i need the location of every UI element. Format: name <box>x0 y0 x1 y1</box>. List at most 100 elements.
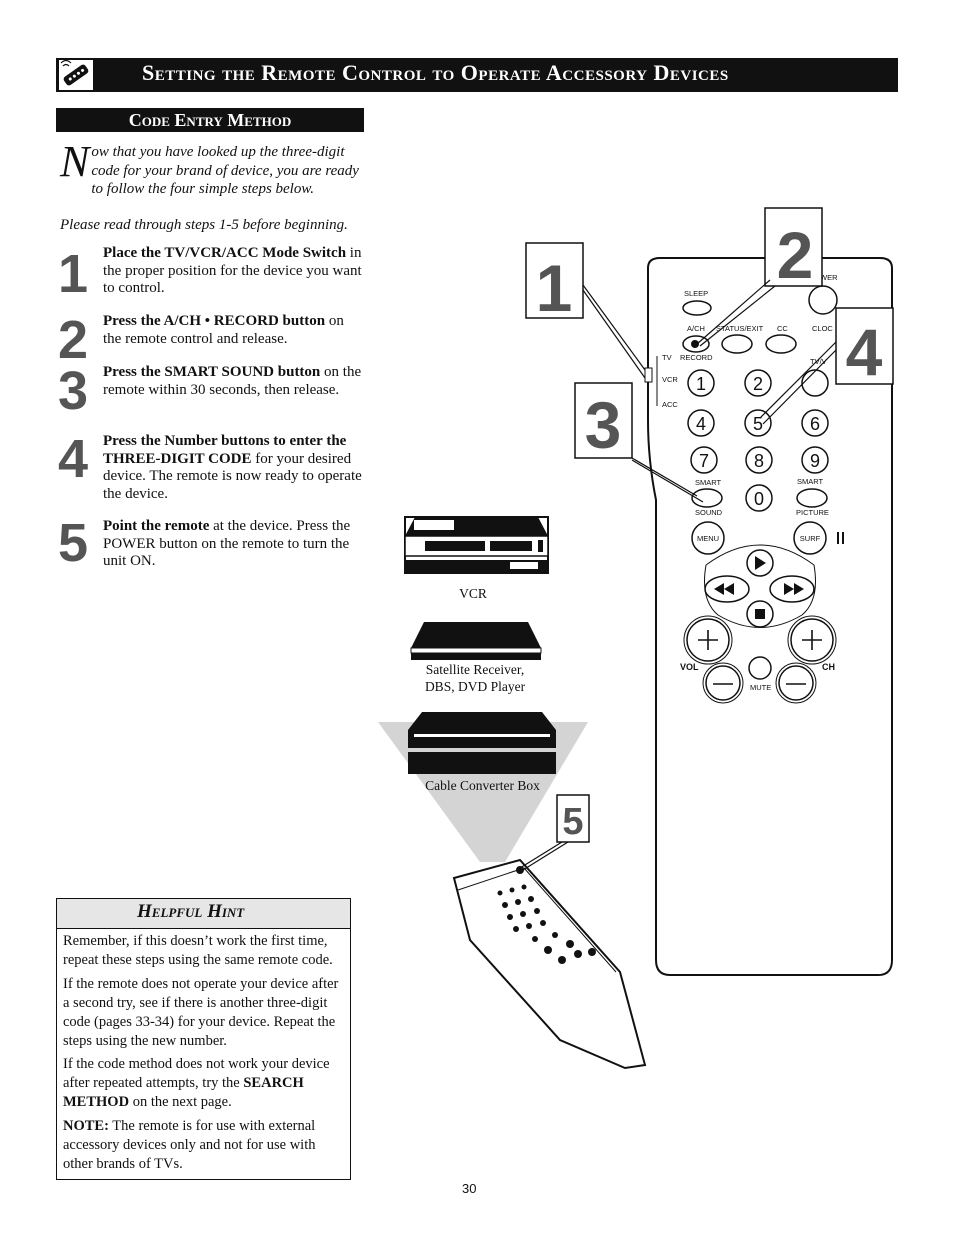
digit-label: 4 <box>696 414 706 434</box>
digit-7-button[interactable] <box>690 446 718 474</box>
menu-button[interactable] <box>691 521 725 555</box>
channel-up-ring <box>787 615 837 665</box>
smart-picture-label: PICTURE <box>796 508 829 517</box>
dpad-outline <box>705 544 815 566</box>
step-body: in the proper position for the device yo… <box>103 245 362 296</box>
digit-8-button[interactable] <box>745 446 773 474</box>
digit-label: 8 <box>754 451 764 471</box>
status-exit-button[interactable] <box>721 334 753 354</box>
dpad-outline <box>704 564 816 628</box>
step-body: on the remote within 30 seconds, then re… <box>103 364 362 398</box>
step-number: 5 <box>58 513 88 573</box>
digit-3-button[interactable] <box>801 369 829 397</box>
digit-0-button[interactable] <box>745 484 773 512</box>
pause-icon <box>837 532 839 544</box>
plus-icon <box>802 630 822 650</box>
satellite-label-line-2: DBS, DVD Player <box>424 679 526 694</box>
step-text: Press the Number buttons to enter the TH… <box>103 433 365 503</box>
cc-label: CC <box>777 324 788 333</box>
surf-button[interactable] <box>793 521 827 555</box>
drop-cap: N <box>60 137 90 186</box>
smart-sound-button[interactable] <box>691 488 723 508</box>
ach-label: A/CH <box>687 324 705 333</box>
digit-9-button[interactable] <box>801 446 829 474</box>
plus-icon <box>698 630 718 650</box>
note-label: NOTE: <box>63 1118 109 1134</box>
sleep-label: SLEEP <box>684 289 708 298</box>
hint-text: If the code method does not work your de… <box>63 1056 330 1091</box>
digit-label: 1 <box>696 374 706 394</box>
digit-1-button[interactable] <box>687 369 715 397</box>
fast-forward-icon <box>784 583 794 595</box>
vcr-device-image <box>404 516 549 574</box>
digit-label: 7 <box>699 451 709 471</box>
callout-box-4 <box>835 307 894 385</box>
play-icon <box>755 556 766 570</box>
read-note: Please read through steps 1-5 before beg… <box>60 217 348 233</box>
digit-label: 5 <box>753 414 763 434</box>
hint-paragraph: Remember, if this doesn’t work the first… <box>63 933 333 968</box>
digit-6-button[interactable] <box>801 409 829 437</box>
section-heading: Code Entry Method <box>56 108 364 132</box>
channel-down-button[interactable] <box>778 665 814 701</box>
volume-down-button[interactable] <box>705 665 741 701</box>
cable-box-label: Cable Converter Box <box>425 778 540 793</box>
callout-number: 2 <box>777 218 814 292</box>
callout-pointers <box>519 279 837 871</box>
hint-text: on the next page. <box>129 1094 232 1110</box>
step-body: on the remote control and release. <box>103 313 344 347</box>
power-button[interactable] <box>808 285 838 315</box>
step-bold: Press the A/CH • RECORD button <box>103 313 326 329</box>
step-text: Point the remote at the device. Press th… <box>103 518 365 571</box>
digit-label: 6 <box>810 414 820 434</box>
callout-box-3 <box>574 382 633 459</box>
hint-paragraph: If the remote does not operate your devi… <box>63 976 339 1049</box>
step-body: at the device. Press the POWER button on… <box>103 518 351 569</box>
status-exit-label: STATUS/EXIT <box>716 324 764 333</box>
satellite-receiver-image <box>410 622 542 660</box>
digit-label: 2 <box>753 374 763 394</box>
smart-picture-button[interactable] <box>796 488 828 508</box>
mode-acc-label: ACC <box>662 400 678 409</box>
tv-vcr-label: TV/V <box>810 357 827 366</box>
smart-picture-label: SMART <box>797 477 824 486</box>
digit-2-button[interactable] <box>744 369 772 397</box>
step-bold: Press the SMART SOUND button <box>103 364 321 380</box>
intro-text: ow that you have looked up the three-dig… <box>91 144 359 197</box>
pause-icon <box>842 532 844 544</box>
callout-box-1 <box>525 242 584 319</box>
digit-4-button[interactable] <box>687 409 715 437</box>
step-bold: Point the remote <box>103 518 210 534</box>
mode-tv-label: TV <box>662 353 672 362</box>
hint-paragraph: NOTE: The remote is for use with externa… <box>63 1117 345 1174</box>
remote-labels: SLEEP WER A/CH RECORD STATUS/EXIT CC CLO… <box>662 273 838 692</box>
step-text: Press the SMART SOUND button on the remo… <box>103 364 365 399</box>
channel-down-ring <box>775 662 817 704</box>
callout-number: 3 <box>585 388 622 462</box>
hint-text: The remote is for use with external acce… <box>63 1118 316 1172</box>
cc-button[interactable] <box>765 334 797 354</box>
record-dot-icon <box>691 340 699 348</box>
helpful-hint-box: Helpful Hint Remember, if this doesn’t w… <box>56 898 351 1180</box>
step-number: 2 <box>58 310 88 370</box>
sleep-button[interactable] <box>682 300 712 316</box>
cable-converter-box-image <box>408 712 556 774</box>
mute-button[interactable] <box>748 656 772 680</box>
digit-5-button[interactable] <box>744 409 772 437</box>
volume-down-ring <box>702 662 744 704</box>
pointing-remote-image <box>452 858 647 1070</box>
hint-heading: Helpful Hint <box>57 899 350 929</box>
record-label: RECORD <box>680 353 713 362</box>
page-title: Setting the Remote Control to Operate Ac… <box>142 60 729 85</box>
vol-label: VOL <box>680 662 699 672</box>
callout-box-2 <box>764 207 823 287</box>
smart-sound-label: SOUND <box>695 508 723 517</box>
mode-vcr-label: VCR <box>662 375 678 384</box>
ch-label: CH <box>822 662 835 672</box>
fast-forward-icon <box>794 583 804 595</box>
digit-label: 9 <box>810 451 820 471</box>
stop-icon <box>755 609 765 619</box>
power-label: WER <box>820 273 838 282</box>
satellite-label-line-1: Satellite Receiver, <box>425 662 525 677</box>
